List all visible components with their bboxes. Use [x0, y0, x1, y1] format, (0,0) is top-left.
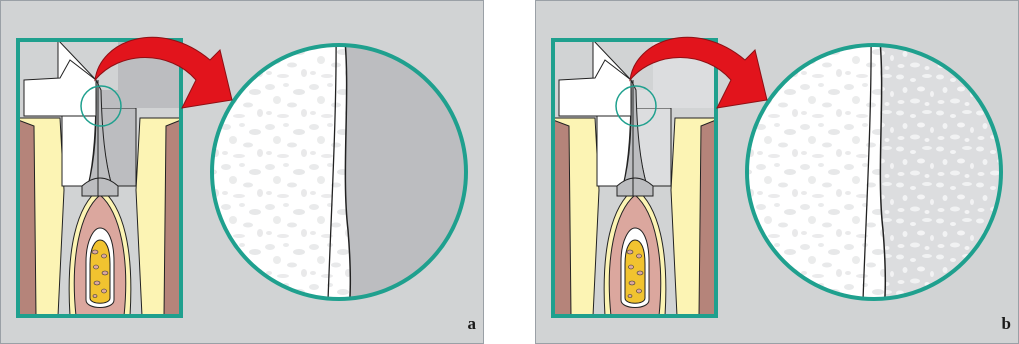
panel-b: b — [535, 0, 1019, 344]
panel-b-illustration — [535, 0, 1019, 344]
panel-a-illustration — [0, 0, 484, 344]
panel-label-b: b — [1002, 314, 1011, 334]
tooth-cross-section-a — [18, 40, 181, 316]
tooth-cross-section-b — [553, 40, 716, 316]
panel-a: a — [0, 0, 484, 344]
panel-label-a: a — [468, 314, 477, 334]
